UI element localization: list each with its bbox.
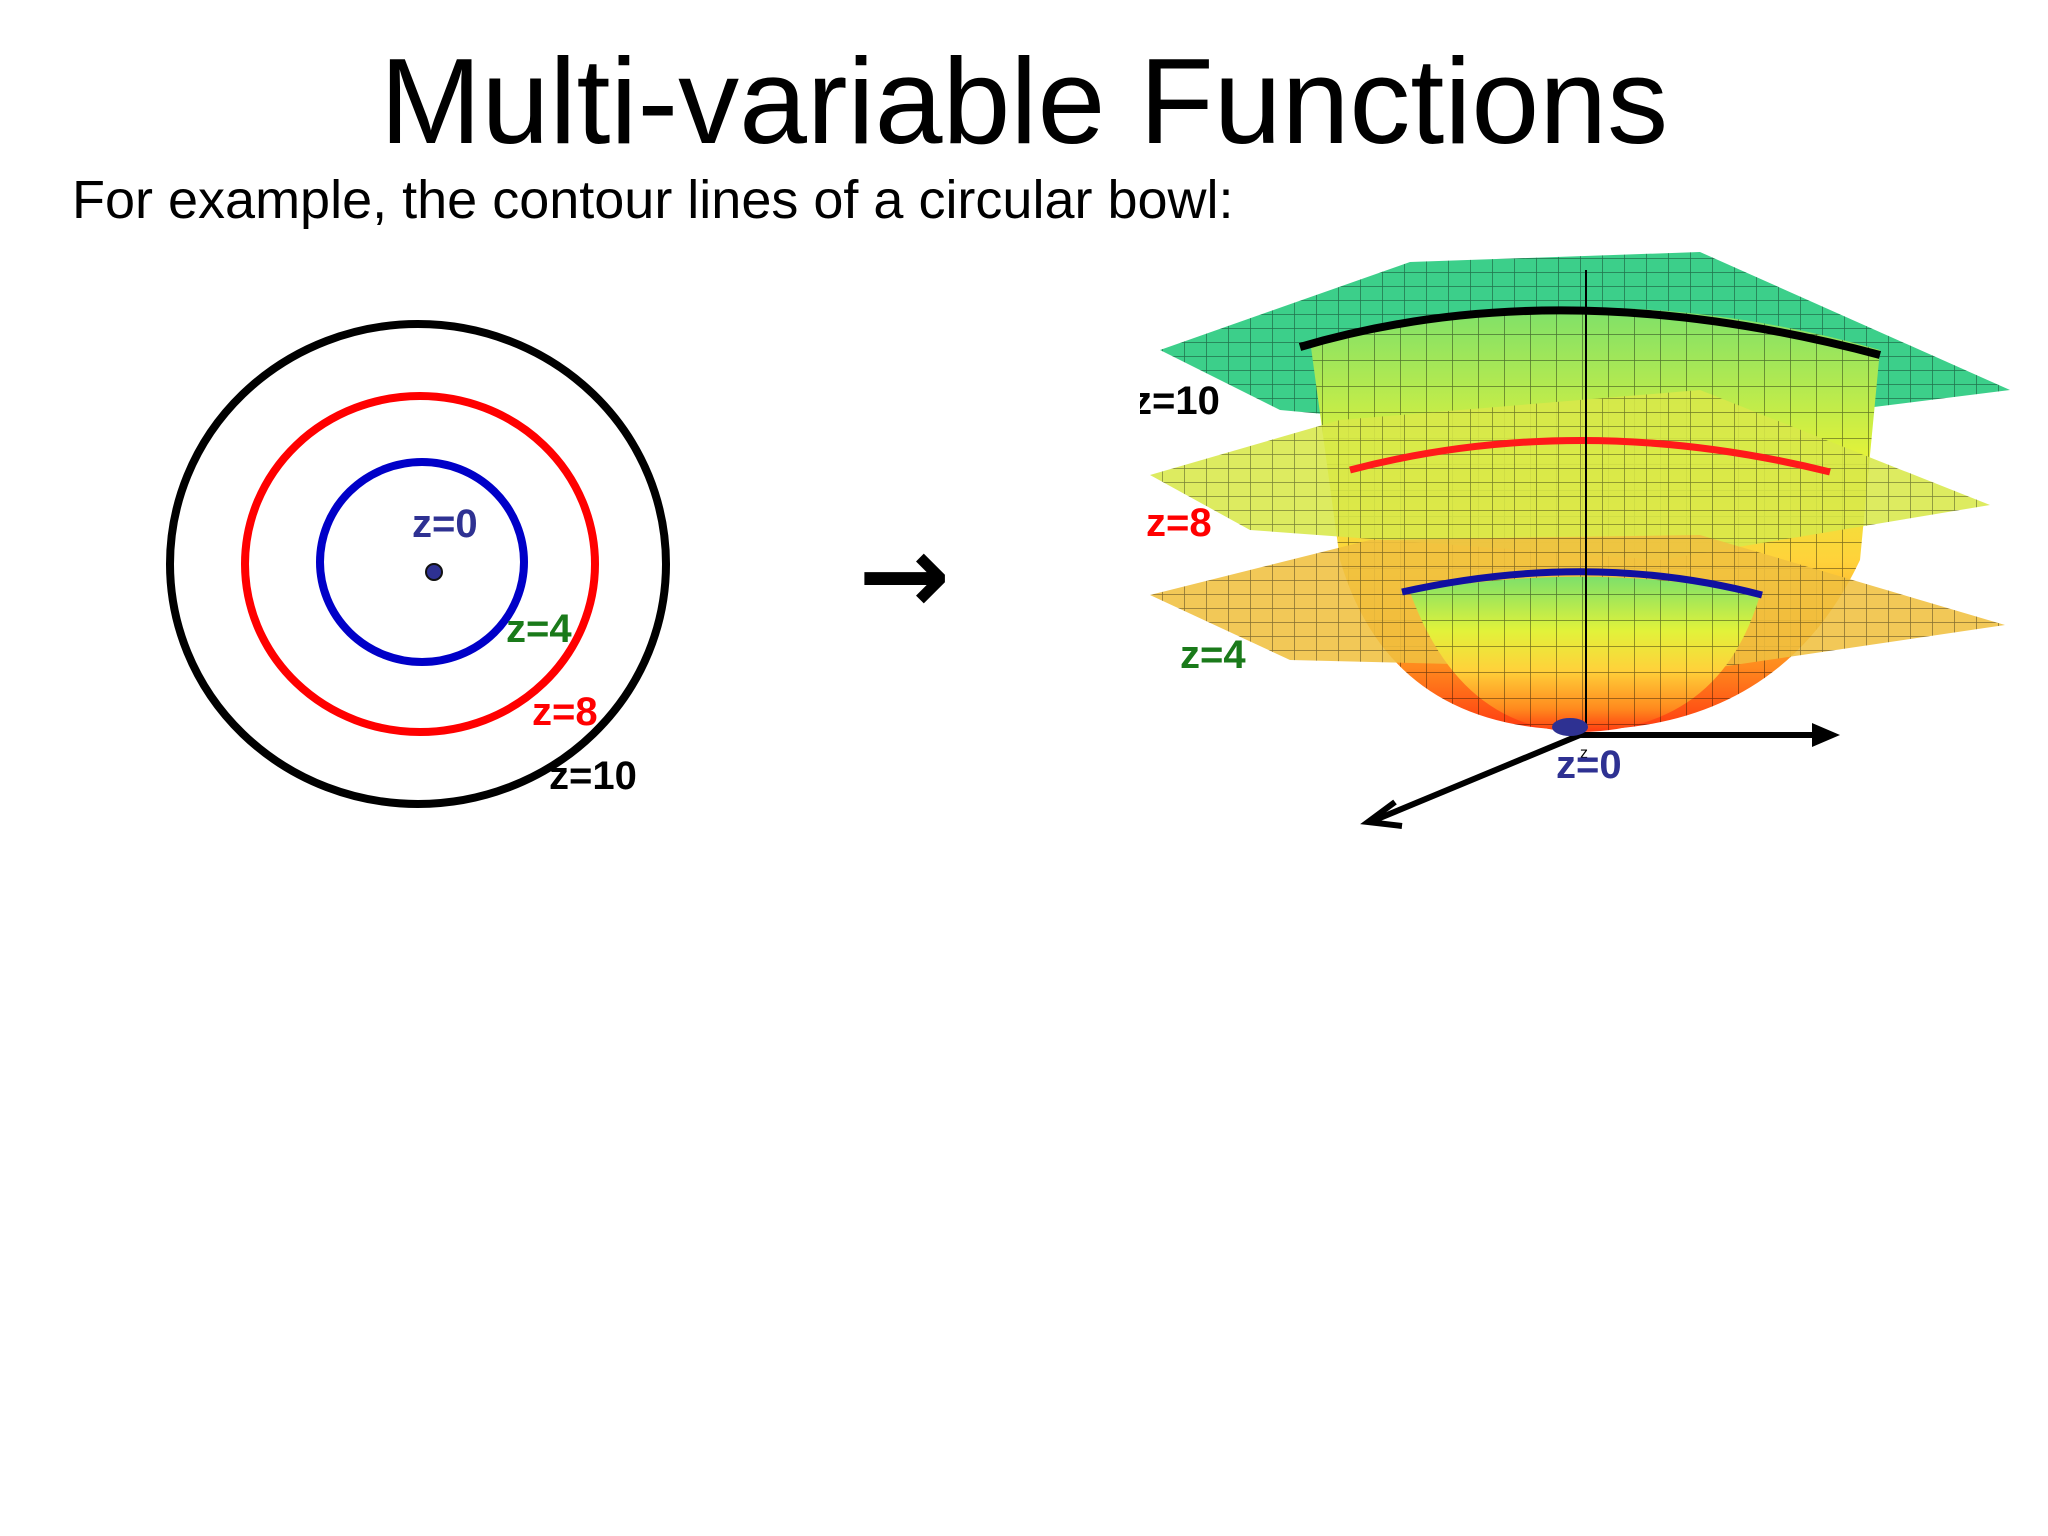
right-arrow-icon: → <box>858 511 951 639</box>
origin-point <box>1552 718 1588 736</box>
contour-diagram: z=0 z=4 z=8 z=10 <box>166 320 670 808</box>
intersection-curve-z10 <box>1298 306 1882 359</box>
contour-label-z8: z=8 <box>532 690 598 734</box>
slide-subtitle: For example, the contour lines of a circ… <box>72 170 1234 230</box>
y-axis-arrowhead-icon <box>1360 799 1403 829</box>
contour-z4-circle <box>316 458 528 666</box>
surface-label-z10: z=10 <box>1140 379 1220 423</box>
contour-label-z10: z=10 <box>549 754 637 798</box>
x-axis-arrowhead-icon <box>1812 723 1840 747</box>
contour-label-z0: z=0 <box>412 502 478 546</box>
coordinate-axes: z <box>1360 718 1840 829</box>
contour-label-z4: z=4 <box>506 607 572 651</box>
contour-z10-circle <box>166 320 670 808</box>
surface-label-z0: z=0 <box>1556 743 1622 787</box>
surface-label-z8: z=8 <box>1146 501 1212 545</box>
minimum-point <box>425 563 443 581</box>
plane-z8 <box>1150 390 1990 560</box>
axis-tick-label: z <box>1580 745 1588 762</box>
surface-label-z4: z=4 <box>1180 633 1246 677</box>
bowl-surface-diagram: z z=10 z=8 z=4 z=0 <box>1140 252 2010 829</box>
contour-z8-circle <box>241 392 599 736</box>
slide-title: Multi-variable Functions <box>379 33 1669 169</box>
